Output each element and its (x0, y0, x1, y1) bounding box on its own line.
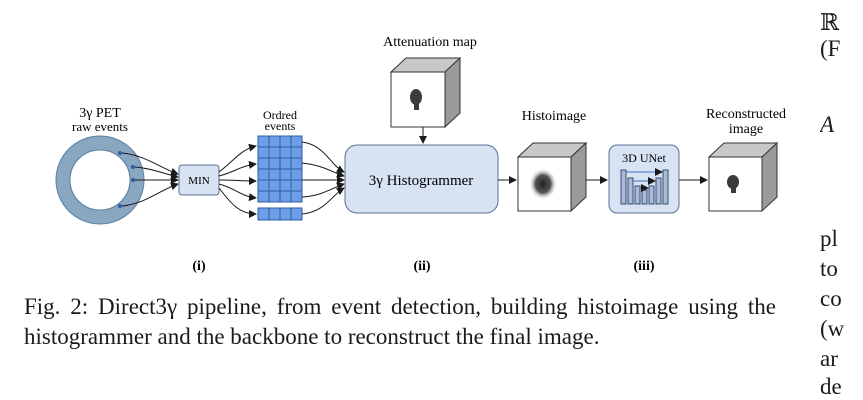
right-col-line-6: co (820, 286, 842, 311)
ordered-label-line1: Ordred (263, 108, 297, 122)
pipeline-figure: 3γ PET raw events MIN Ordred events (55, 35, 786, 274)
pet-label-line2: raw events (72, 119, 128, 134)
stage-label-iii: (iii) (634, 259, 655, 274)
pet-label-line1: 3γ PET (79, 106, 121, 121)
histoimage-label: Histoimage (522, 109, 587, 124)
ordered-events-grid (257, 135, 303, 203)
right-col-line-2: (F (820, 36, 841, 61)
grid-to-histogrammer-arrows (301, 141, 345, 215)
unet-block (608, 144, 680, 214)
right-col-line-9: de (820, 374, 842, 399)
stage-label-ii: (ii) (413, 259, 430, 274)
right-col-line-7: (w (820, 316, 845, 341)
right-col-line-1: ℝ (820, 10, 840, 35)
min-label: MIN (188, 175, 209, 187)
histogrammer-label: 3γ Histogrammer (369, 173, 474, 189)
reconstructed-label-line2: image (729, 122, 763, 137)
ordered-events-row (257, 207, 303, 221)
ring-to-min-arrows (121, 152, 179, 207)
right-col-line-3: A (820, 112, 835, 137)
detector-ring (55, 135, 145, 225)
reconstructed-label-line1: Reconstructed (706, 107, 786, 122)
figure-caption: Fig. 2: Direct3γ pipeline, from event de… (24, 294, 776, 349)
histoimage-cube (516, 141, 588, 213)
right-col-line-4: pl (820, 226, 838, 251)
right-col-line-5: to (820, 256, 838, 281)
unet-label: 3D UNet (622, 151, 666, 165)
attenuation-map-cube (389, 56, 462, 129)
stage-label-i: (i) (192, 259, 206, 274)
histogrammer-block (344, 144, 499, 214)
reconstructed-image-cube (707, 141, 779, 213)
right-col-line-8: ar (820, 346, 838, 371)
attenuation-map-label: Attenuation map (383, 35, 477, 50)
adjacent-column-fragment: ℝ (F A pl to co (w ar de (820, 0, 863, 400)
min-to-grid-arrows (218, 143, 257, 218)
ordered-label-line2: events (265, 119, 296, 133)
